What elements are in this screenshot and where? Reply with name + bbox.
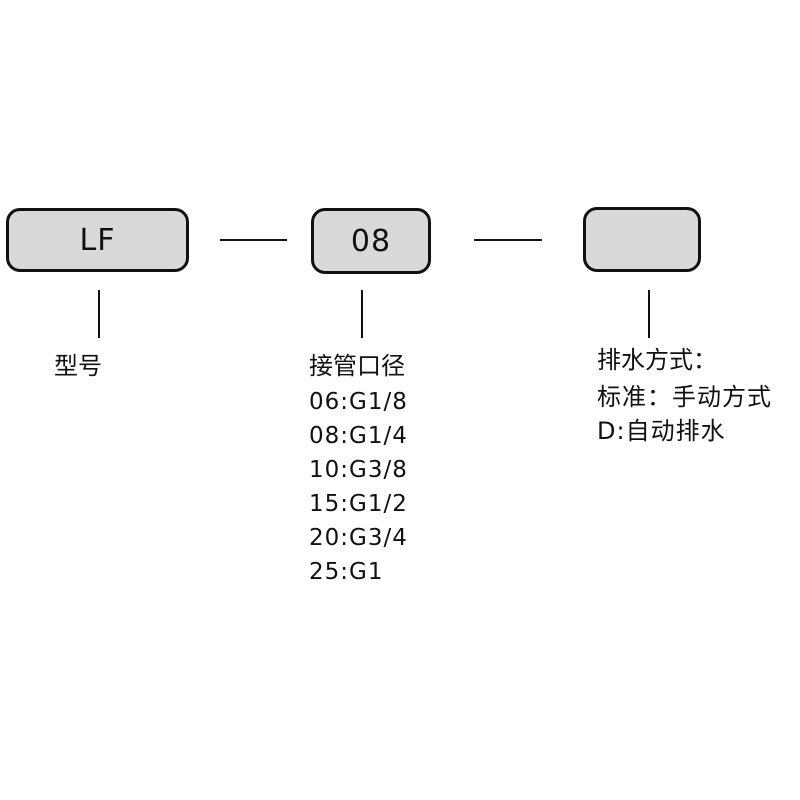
port-leader-line bbox=[361, 290, 363, 338]
drain-code-box bbox=[583, 207, 701, 272]
port-size-item: 15:G1/2 bbox=[309, 491, 408, 517]
port-size-item: 08:G1/4 bbox=[309, 423, 408, 449]
port-code-box: 08 bbox=[311, 208, 431, 274]
drain-label: 排水方式： bbox=[597, 346, 717, 374]
model-code-box: LF bbox=[6, 208, 189, 272]
drain-option-item: 标准：手动方式 bbox=[597, 383, 772, 411]
drain-option-list: 标准：手动方式 D:自动排水 bbox=[597, 380, 772, 448]
connector-dash-2 bbox=[474, 239, 542, 241]
model-label: 型号 bbox=[54, 352, 102, 380]
port-size-item: 20:G3/4 bbox=[309, 525, 408, 551]
port-code-text: 08 bbox=[350, 223, 392, 259]
connector-dash-1 bbox=[220, 239, 287, 241]
drain-leader-line bbox=[648, 290, 650, 338]
port-label: 接管口径 bbox=[309, 352, 405, 380]
port-size-item: 06:G1/8 bbox=[309, 389, 408, 415]
port-size-item: 10:G3/8 bbox=[309, 457, 408, 483]
port-size-list: 06:G1/8 08:G1/4 10:G3/8 15:G1/2 20:G3/4 … bbox=[309, 385, 408, 589]
drain-option-item: D:自动排水 bbox=[597, 417, 726, 445]
model-code-text: LF bbox=[79, 222, 116, 258]
model-leader-line bbox=[98, 290, 100, 338]
port-size-item: 25:G1 bbox=[309, 559, 384, 585]
